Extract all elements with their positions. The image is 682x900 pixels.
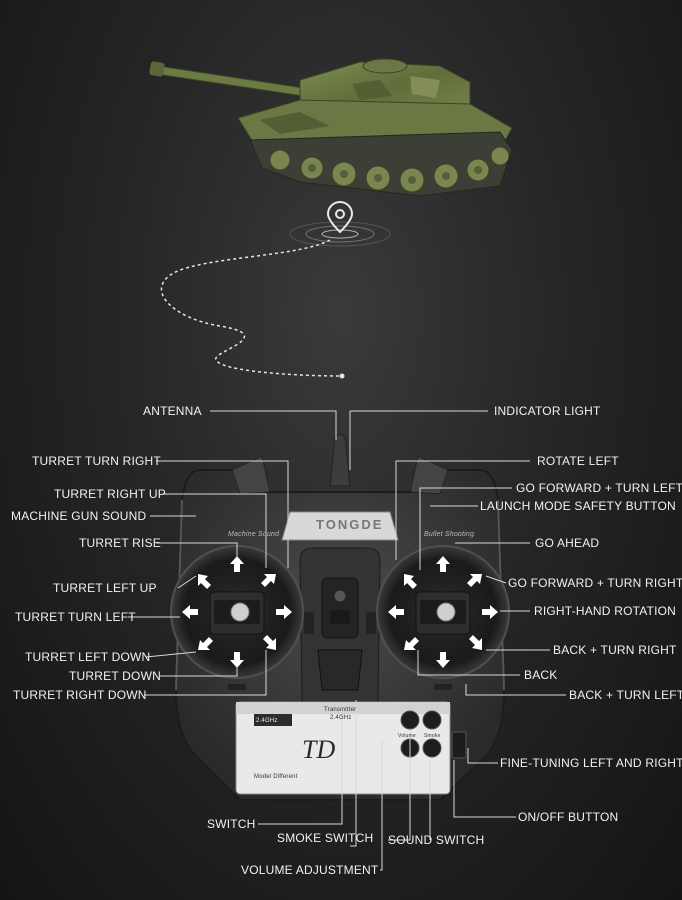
volume-text: Volume: [398, 733, 416, 739]
label-fine-tuning: FINE-TUNING LEFT AND RIGHT: [500, 756, 682, 770]
label-rotate-left: ROTATE LEFT: [537, 454, 619, 468]
label-turret-turn-right: TURRET TURN RIGHT: [32, 454, 161, 468]
model-text: Model Different: [254, 774, 298, 780]
label-turret-rise: TURRET RISE: [79, 536, 161, 550]
label-go-forward-turn-left: GO FORWARD + TURN LEFT: [516, 481, 682, 495]
left-panel-text: Machine Sound: [228, 531, 280, 538]
label-turret-down: TURRET DOWN: [69, 669, 161, 683]
label-turret-left-up: TURRET LEFT UP: [53, 581, 157, 595]
dotted-path: [160, 239, 343, 377]
brand-plate-text: TONGDE: [316, 517, 384, 532]
label-sound-switch: SOUND SWITCH: [388, 833, 485, 847]
location-pin-icon: [289, 201, 391, 247]
label-turret-left-down: TURRET LEFT DOWN: [25, 650, 151, 664]
label-switch: SWITCH: [207, 817, 256, 831]
label-back: BACK: [524, 668, 558, 682]
label-machine-gun-sound: MACHINE GUN SOUND: [11, 509, 147, 523]
transmitter-freq: 2.4GHz: [330, 715, 352, 721]
leader-lines: [128, 410, 566, 871]
direction-arrows: [182, 556, 498, 668]
label-turret-right-down: TURRET RIGHT DOWN: [13, 688, 147, 702]
label-on-off-button: ON/OFF BUTTON: [518, 810, 619, 824]
label-antenna: ANTENNA: [143, 404, 202, 418]
label-indicator-light: INDICATOR LIGHT: [494, 404, 601, 418]
label-turret-turn-left: TURRET TURN LEFT: [15, 610, 136, 624]
svg-text:TD: TD: [302, 735, 335, 764]
label-back-turn-left: BACK + TURN LEFT: [569, 688, 682, 702]
label-go-ahead: GO AHEAD: [535, 536, 600, 550]
smoke-text: Smoke: [424, 733, 441, 739]
controller-image: TD: [170, 433, 510, 801]
label-right-hand-rotation: RIGHT-HAND ROTATION: [534, 604, 677, 618]
tank-image: [149, 58, 513, 197]
label-go-forward-turn-right: GO FORWARD + TURN RIGHT: [508, 576, 682, 590]
right-panel-text: Bullet Shooting: [424, 531, 475, 538]
transmitter-label: Transmitter: [324, 707, 357, 713]
label-smoke-switch: SMOKE SWITCH: [277, 831, 374, 845]
label-back-turn-right: BACK + TURN RIGHT: [553, 643, 677, 657]
label-turret-right-up: TURRET RIGHT UP: [54, 487, 166, 501]
freq-badge: 2.4GHz: [256, 718, 278, 724]
label-volume-adjustment: VOLUME ADJUSTMENT: [241, 863, 379, 877]
label-launch-mode-safety-button: LAUNCH MODE SAFETY BUTTON: [480, 499, 676, 513]
